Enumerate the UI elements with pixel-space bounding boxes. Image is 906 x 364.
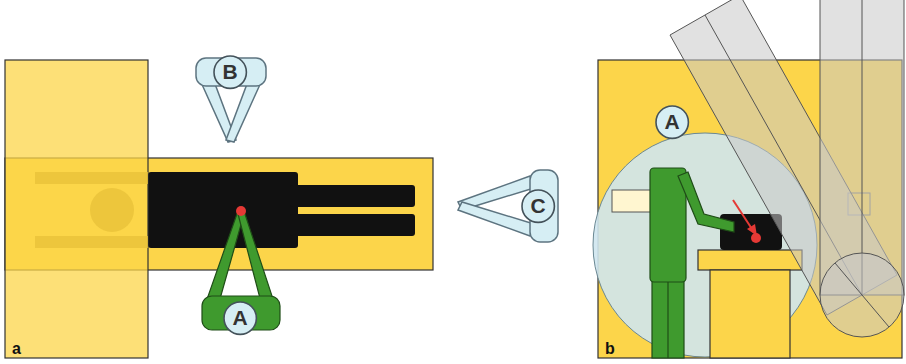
target-dot: [236, 206, 246, 216]
position-circle: A: [223, 301, 257, 335]
position-circle: A: [655, 105, 689, 139]
table-top: [698, 250, 802, 270]
position-letter: B: [213, 55, 247, 84]
position-circle: B: [213, 55, 247, 89]
beam-arrow: [733, 200, 752, 229]
target-dot: [751, 233, 761, 243]
position-letter: C: [521, 189, 555, 218]
panel-letter: a: [12, 340, 21, 358]
patient-top-view: [148, 172, 415, 248]
patient-section: [720, 214, 782, 250]
panel-letter: b: [605, 340, 615, 358]
position-c: [458, 170, 558, 242]
operator-a-side: [650, 168, 734, 358]
position-letter: A: [655, 105, 689, 134]
gantry-top-view: [5, 60, 148, 358]
table-pedestal: [710, 270, 790, 358]
c-arm-tubes: [670, 0, 904, 337]
position-circle: C: [521, 189, 555, 223]
operator-a-top: [202, 211, 280, 330]
position-letter: A: [223, 301, 257, 330]
table-end: [612, 190, 652, 212]
